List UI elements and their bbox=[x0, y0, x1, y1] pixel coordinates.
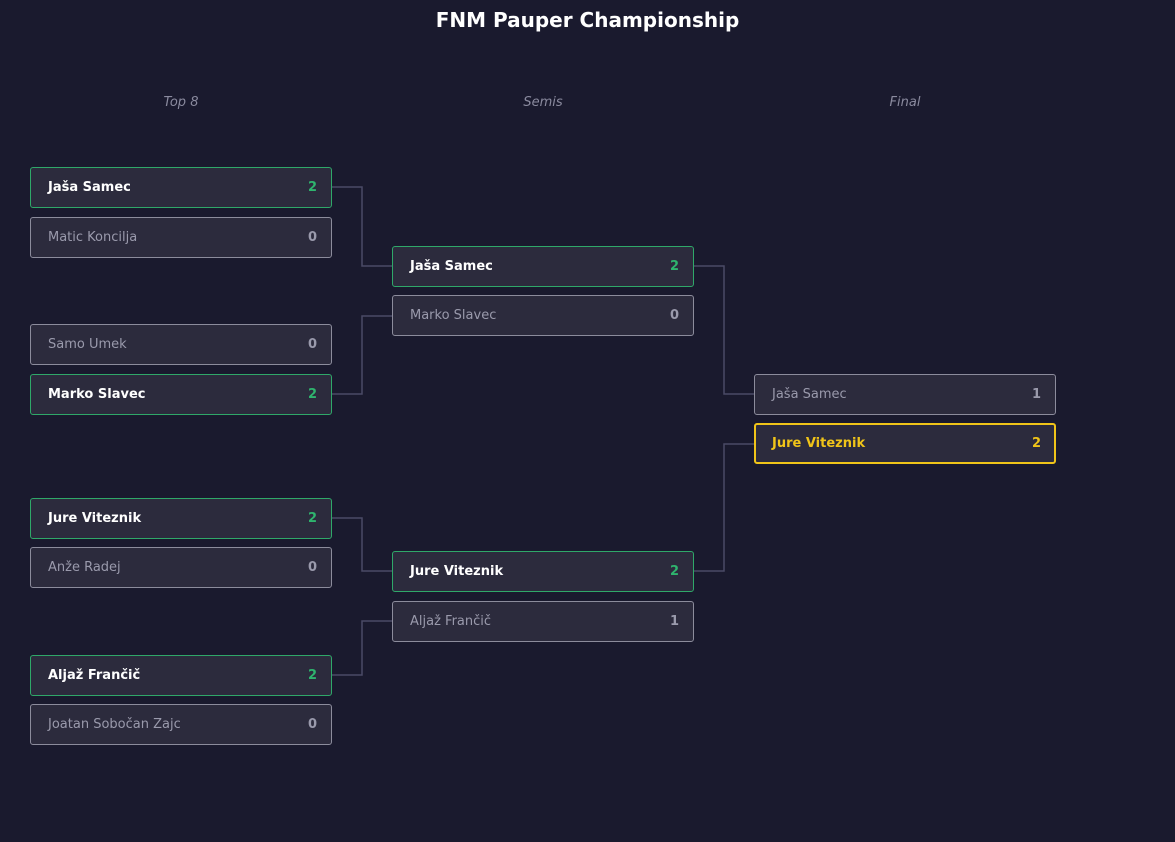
player-name: Anže Radej bbox=[48, 560, 121, 575]
player-name: Jure Viteznik bbox=[772, 436, 866, 451]
player-name: Jaša Samec bbox=[772, 387, 847, 402]
match-slot[interactable]: Anže Radej 0 bbox=[30, 547, 332, 588]
player-name: Aljaž Frančič bbox=[410, 614, 492, 629]
round-label-final: Final bbox=[889, 95, 921, 110]
player-name: Samo Umek bbox=[48, 337, 127, 352]
player-score: 1 bbox=[669, 614, 679, 629]
player-name: Jure Viteznik bbox=[48, 511, 142, 526]
match-slot[interactable]: Aljaž Frančič 2 bbox=[30, 655, 332, 696]
match-slot[interactable]: Jaša Samec 2 bbox=[30, 167, 332, 208]
connector-line bbox=[332, 186, 392, 267]
player-name: Matic Koncilja bbox=[48, 230, 138, 245]
player-score: 2 bbox=[307, 387, 317, 402]
connector-line bbox=[694, 443, 754, 572]
player-score: 2 bbox=[307, 668, 317, 683]
match-slot[interactable]: Jaša Samec 2 bbox=[392, 246, 694, 287]
player-score: 0 bbox=[307, 337, 317, 352]
match-slot[interactable]: Samo Umek 0 bbox=[30, 324, 332, 365]
bracket-title: FNM Pauper Championship bbox=[435, 8, 740, 32]
match-slot[interactable]: Marko Slavec 2 bbox=[30, 374, 332, 415]
match-slot[interactable]: Jure Viteznik 2 bbox=[392, 551, 694, 592]
player-score: 1 bbox=[1031, 387, 1041, 402]
player-name: Jaša Samec bbox=[410, 259, 493, 274]
player-score: 2 bbox=[669, 259, 679, 274]
round-label-top8: Top 8 bbox=[163, 95, 199, 110]
match-slot[interactable]: Aljaž Frančič 1 bbox=[392, 601, 694, 642]
player-name: Joatan Sobočan Zajc bbox=[48, 717, 181, 732]
connector-line bbox=[332, 315, 392, 395]
player-score: 0 bbox=[307, 560, 317, 575]
player-name: Jure Viteznik bbox=[410, 564, 504, 579]
match-slot[interactable]: Matic Koncilja 0 bbox=[30, 217, 332, 258]
player-score: 0 bbox=[307, 230, 317, 245]
player-score: 0 bbox=[669, 308, 679, 323]
player-score: 0 bbox=[307, 717, 317, 732]
connector-line bbox=[332, 517, 392, 572]
connector-line bbox=[694, 265, 754, 395]
match-slot[interactable]: Joatan Sobočan Zajc 0 bbox=[30, 704, 332, 745]
round-label-semis: Semis bbox=[523, 95, 563, 110]
connector-line bbox=[332, 620, 392, 676]
player-score: 2 bbox=[669, 564, 679, 579]
player-score: 2 bbox=[1031, 436, 1041, 451]
match-slot[interactable]: Jaša Samec 1 bbox=[754, 374, 1056, 415]
player-name: Marko Slavec bbox=[48, 387, 146, 402]
player-name: Marko Slavec bbox=[410, 308, 497, 323]
player-name: Jaša Samec bbox=[48, 180, 131, 195]
player-score: 2 bbox=[307, 180, 317, 195]
match-slot[interactable]: Marko Slavec 0 bbox=[392, 295, 694, 336]
player-score: 2 bbox=[307, 511, 317, 526]
match-slot[interactable]: Jure Viteznik 2 bbox=[30, 498, 332, 539]
player-name: Aljaž Frančič bbox=[48, 668, 141, 683]
champion-slot[interactable]: Jure Viteznik 2 bbox=[754, 423, 1056, 464]
